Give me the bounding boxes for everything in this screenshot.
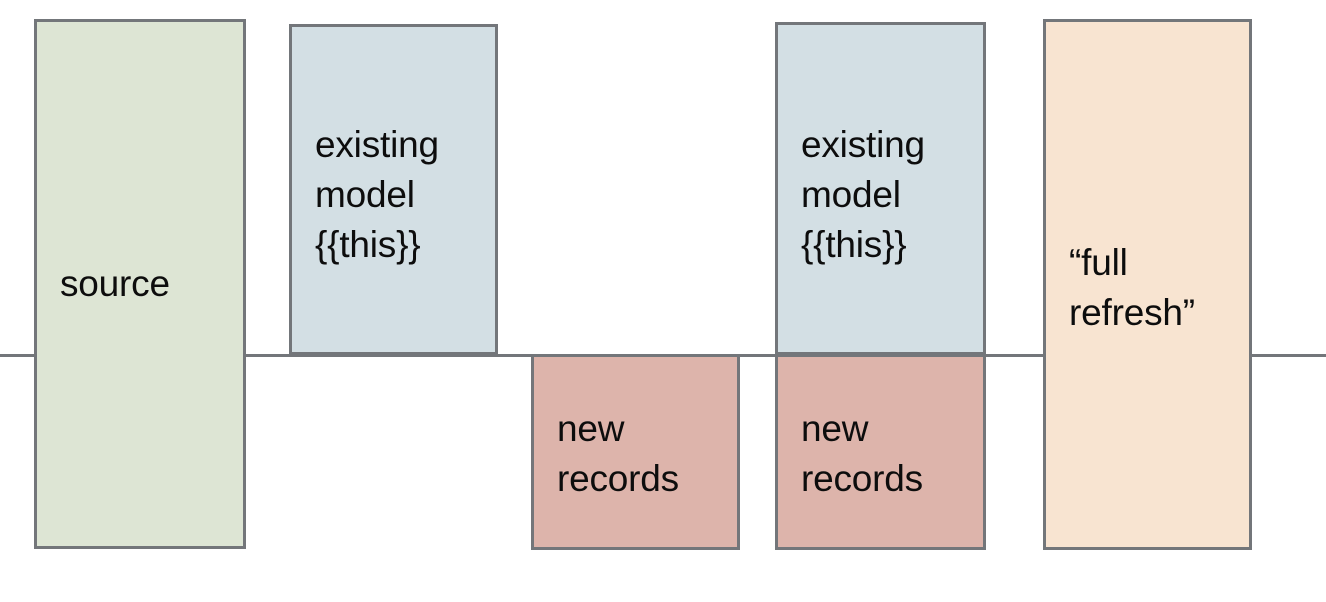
- node-new-records-2-label: new records: [801, 408, 923, 499]
- node-full-refresh-label: “full refresh”: [1069, 242, 1195, 333]
- node-existing-model-2[interactable]: existing model {{this}}: [775, 22, 986, 355]
- node-existing-model-1[interactable]: existing model {{this}}: [289, 24, 498, 355]
- node-full-refresh[interactable]: “full refresh”: [1043, 19, 1252, 550]
- node-source-label: source: [60, 263, 170, 304]
- node-existing-model-2-label: existing model {{this}}: [801, 124, 925, 265]
- node-source[interactable]: source: [34, 19, 246, 549]
- node-new-records-2[interactable]: new records: [775, 354, 986, 550]
- node-new-records-1[interactable]: new records: [531, 354, 740, 550]
- node-new-records-1-label: new records: [557, 408, 679, 499]
- node-existing-model-1-label: existing model {{this}}: [315, 124, 439, 265]
